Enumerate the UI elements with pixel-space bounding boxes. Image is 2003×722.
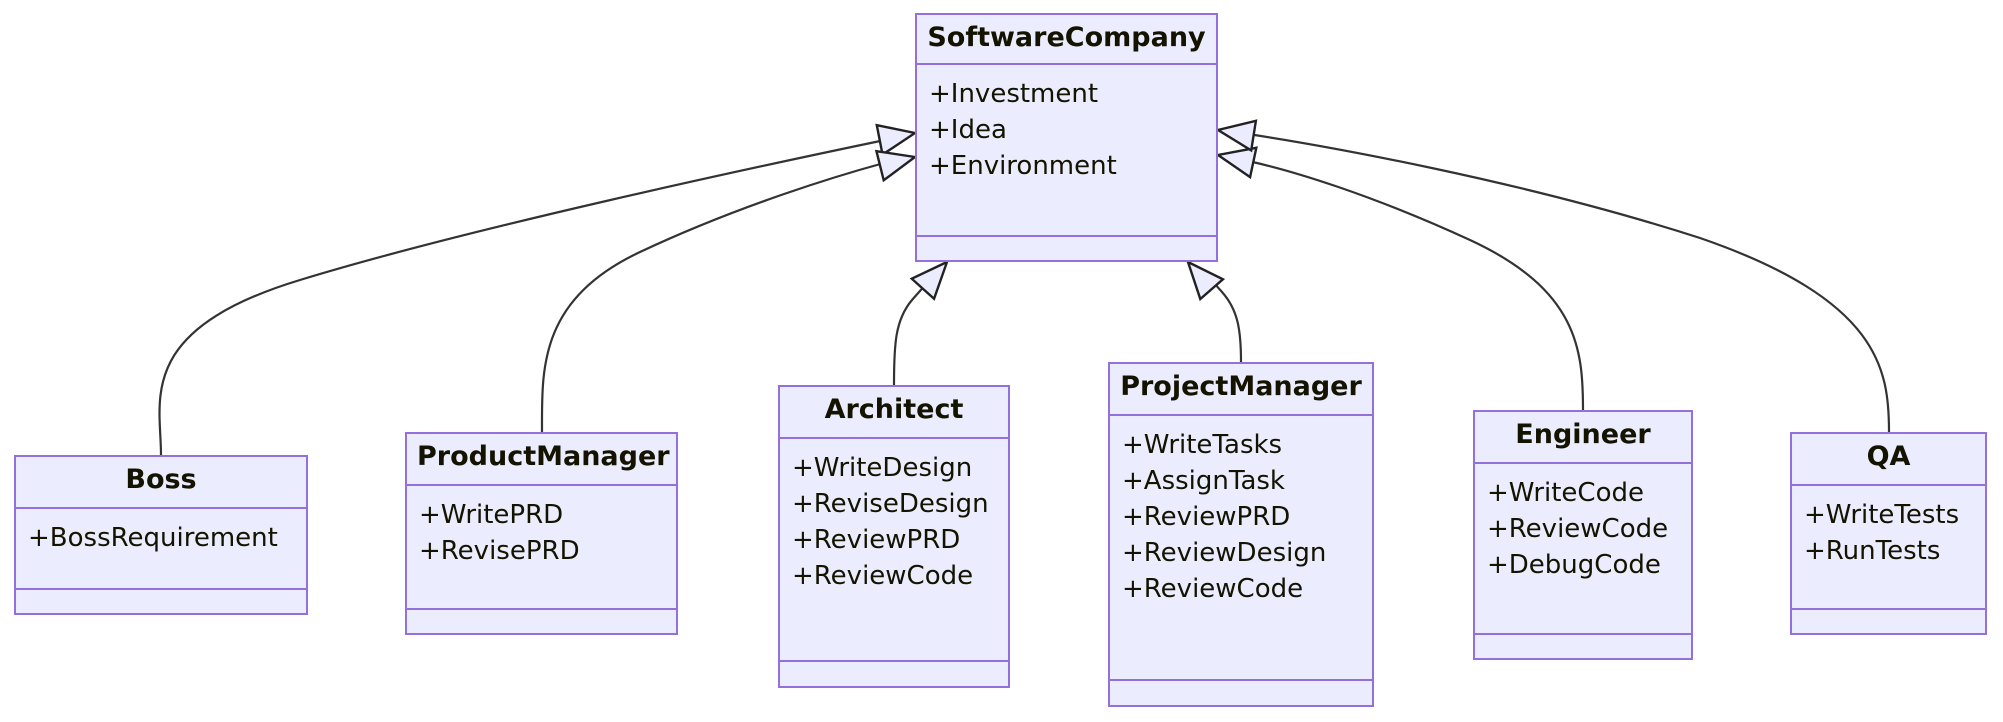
class-node-architect[interactable]: Architect +WriteDesign +ReviseDesign +Revie… [778,385,1010,688]
class-member: +Environment [929,150,1117,181]
class-member: +ReviewCode [1487,513,1669,544]
class-member: +Idea [929,114,1007,145]
class-member: +WritePRD [419,500,564,530]
class-name-software-company: SoftwareCompany [917,15,1216,65]
class-members-qa: +WriteTests +RunTests [1792,486,1985,610]
class-member: +RunTests [1804,535,1941,566]
class-methods-software-company [917,237,1216,260]
class-name-architect: Architect [780,387,1008,439]
class-node-software-company[interactable]: SoftwareCompany +Investment +Idea +Environm… [915,13,1218,262]
class-member: +ReviewPRD [792,524,961,555]
generalization-arrowhead-icon [874,149,919,183]
class-node-boss[interactable]: Boss +BossRequirement [14,455,308,615]
class-members-product-manager: +WritePRD +RevisePRD [407,486,676,610]
class-members-architect: +WriteDesign +ReviseDesign +ReviewPRD +Revi… [780,439,1008,662]
class-members-project-manager: +WriteTasks +AssignTask +ReviewPRD +ReviewD… [1110,416,1372,681]
class-member: +ReviseDesign [792,488,989,519]
class-member: +Investment [929,79,1099,109]
class-member: +WriteTasks [1122,430,1283,460]
class-member: +ReviewCode [792,560,974,591]
class-member: +WriteDesign [792,453,973,483]
class-name-boss: Boss [16,457,306,509]
class-name-engineer: Engineer [1475,412,1691,464]
class-methods-architect [780,662,1008,686]
edge-projectmanager-extends-softwarecompany [1185,259,1243,363]
class-member: +AssignTask [1122,465,1285,496]
class-name-qa: QA [1792,434,1985,486]
class-member: +WriteTests [1804,500,1960,530]
class-member: +BossRequirement [28,523,278,553]
class-name-product-manager: ProductManager [407,434,676,486]
class-node-project-manager[interactable]: ProjectManager +WriteTasks +AssignTask +Rev… [1108,362,1374,707]
class-members-boss: +BossRequirement [16,509,306,590]
class-methods-boss [16,590,306,613]
class-member: +DebugCode [1487,549,1661,580]
edge-line [158,138,886,456]
class-member: +WriteCode [1487,477,1644,508]
class-node-engineer[interactable]: Engineer +WriteCode +ReviewCode +DebugCode [1473,410,1693,660]
class-methods-project-manager [1110,681,1372,705]
class-methods-engineer [1475,635,1691,658]
edge-line [892,269,942,386]
class-members-software-company: +Investment +Idea +Environment [917,65,1216,237]
class-member: +ReviewDesign [1122,537,1327,568]
class-methods-product-manager [407,610,676,633]
class-member: +RevisePRD [419,535,580,566]
generalization-arrowhead-icon [1214,119,1258,153]
class-methods-qa [1792,610,1985,633]
generalization-arrowhead-icon [875,123,919,157]
class-member: +ReviewPRD [1122,501,1291,532]
class-node-product-manager[interactable]: ProductManager +WritePRD +RevisePRD [405,432,678,635]
class-members-engineer: +WriteCode +ReviewCode +DebugCode [1475,464,1691,635]
edge-architect-extends-softwarecompany [892,259,950,386]
class-member: +ReviewCode [1122,573,1304,604]
class-node-qa[interactable]: QA +WriteTests +RunTests [1790,432,1987,635]
class-name-project-manager: ProjectManager [1110,364,1372,416]
edge-line [1193,265,1243,363]
generalization-arrowhead-icon [1214,146,1258,180]
